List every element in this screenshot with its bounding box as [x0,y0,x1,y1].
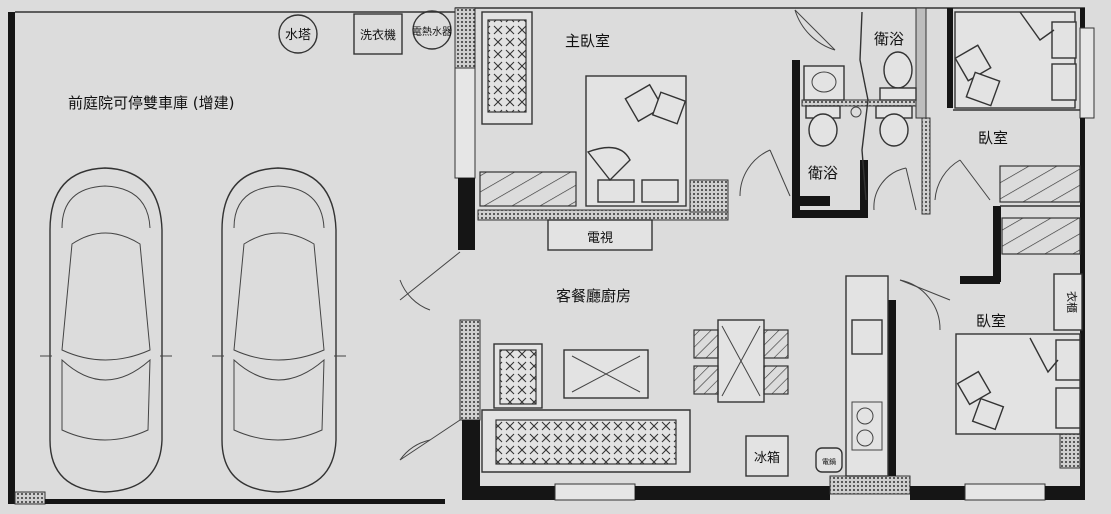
car-right [212,167,346,493]
fridge-label: 冰箱 [754,450,780,466]
tv-label: 電視 [587,231,613,246]
bathroom-top-label: 衛浴 [874,30,904,48]
wardrobe-label: 衣櫃 [1065,291,1079,313]
rice-cooker-label: 電鍋 [822,457,836,466]
svg-text:水塔: 水塔 [285,28,311,43]
svg-text:洗衣機: 洗衣機 [360,27,396,42]
house-walls [454,7,1095,501]
garage-area [8,11,455,505]
bedroom-top-right-label: 臥室 [978,129,1008,147]
water-heater: 電熱水器 [412,10,452,50]
master-bedroom-label: 主臥室 [565,32,610,50]
water-tower: 水塔 [278,14,318,54]
front-yard-label: 前庭院可停雙車庫 (增建) [68,94,234,112]
living-dining-kitchen: 客餐廳廚房 冰箱 電鍋 [399,251,889,477]
bedroom-bottom-right-label: 臥室 [976,312,1006,330]
bathrooms: 衛浴 衛浴 [794,9,917,211]
car-left [40,167,172,493]
bathroom-middle-label: 衛浴 [808,164,838,182]
svg-text:電熱水器: 電熱水器 [412,25,452,38]
bedroom-bottom-right: 臥室 衣櫃 [899,273,1083,435]
living-room-label: 客餐廳廚房 [556,287,631,305]
bedroom-top-right: 臥室 [934,11,1081,255]
master-bedroom: 電視 主臥室 [479,11,791,251]
washing-machine: 洗衣機 [353,13,403,55]
